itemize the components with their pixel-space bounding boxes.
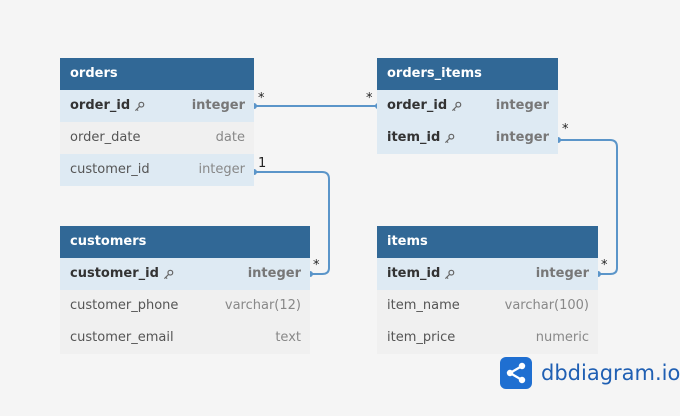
cardinality-label: *: [313, 258, 320, 273]
key-icon: [445, 133, 455, 143]
field-type: varchar(100): [504, 298, 589, 313]
relation-line-orders-items-items: [558, 139, 618, 275]
table-header[interactable]: orders: [60, 58, 254, 90]
table-field-row[interactable]: item_name varchar(100): [377, 290, 598, 322]
table-orders[interactable]: orders order_id integer order_date date …: [60, 58, 254, 186]
key-icon: [445, 269, 455, 279]
field-type: integer: [495, 98, 549, 113]
field-name: customer_id: [70, 266, 159, 281]
table-field-row[interactable]: item_price numeric: [377, 322, 598, 354]
field-name: order_date: [70, 130, 141, 145]
table-field-row[interactable]: item_id integer: [377, 122, 558, 154]
key-icon: [135, 101, 145, 111]
field-name: customer_email: [70, 330, 174, 345]
relation-line-orders-customers: [254, 171, 330, 275]
brand-name: dbdiagram.io: [541, 361, 680, 385]
key-icon: [163, 269, 174, 279]
table-customers[interactable]: customers customer_id integer customer_p…: [60, 226, 310, 354]
table-header[interactable]: customers: [60, 226, 310, 258]
field-type: integer: [198, 162, 245, 177]
field-name: item_id: [387, 130, 441, 145]
table-field-row[interactable]: item_id integer: [377, 258, 598, 290]
cardinality-label: *: [562, 122, 569, 137]
table-header[interactable]: orders_items: [377, 58, 558, 90]
field-name: order_id: [387, 98, 448, 113]
cardinality-label: *: [366, 91, 373, 106]
field-type: date: [215, 130, 245, 145]
table-field-row[interactable]: customer_id integer: [60, 258, 310, 290]
field-name: customer_phone: [70, 298, 179, 313]
cardinality-label: 1: [258, 156, 267, 171]
table-header[interactable]: items: [377, 226, 598, 258]
field-type: integer: [535, 266, 589, 281]
field-type: integer: [495, 130, 549, 145]
table-field-row[interactable]: order_date date: [60, 122, 254, 154]
field-name: item_price: [387, 330, 456, 345]
field-type: numeric: [535, 330, 589, 345]
share-icon: [500, 357, 532, 389]
cardinality-label: *: [258, 91, 265, 106]
table-field-row[interactable]: customer_phone varchar(12): [60, 290, 310, 322]
key-icon: [452, 101, 462, 111]
table-field-row[interactable]: order_id integer: [377, 90, 558, 122]
field-type: varchar(12): [224, 298, 301, 313]
table-field-row[interactable]: customer_email text: [60, 322, 310, 354]
field-name: order_id: [70, 98, 131, 113]
field-type: text: [275, 330, 301, 345]
field-name: item_id: [387, 266, 441, 281]
table-field-row[interactable]: order_id integer: [60, 90, 254, 122]
table-orders-items[interactable]: orders_items order_id integer item_id in…: [377, 58, 558, 154]
table-items[interactable]: items item_id integer item_name varchar(…: [377, 226, 598, 354]
field-type: integer: [191, 98, 245, 113]
field-type: integer: [247, 266, 301, 281]
table-field-row[interactable]: customer_id integer: [60, 154, 254, 186]
field-name: item_name: [387, 298, 460, 313]
field-name: customer_id: [70, 162, 150, 177]
cardinality-label: *: [601, 258, 608, 273]
brand-watermark[interactable]: dbdiagram.io: [500, 357, 680, 389]
